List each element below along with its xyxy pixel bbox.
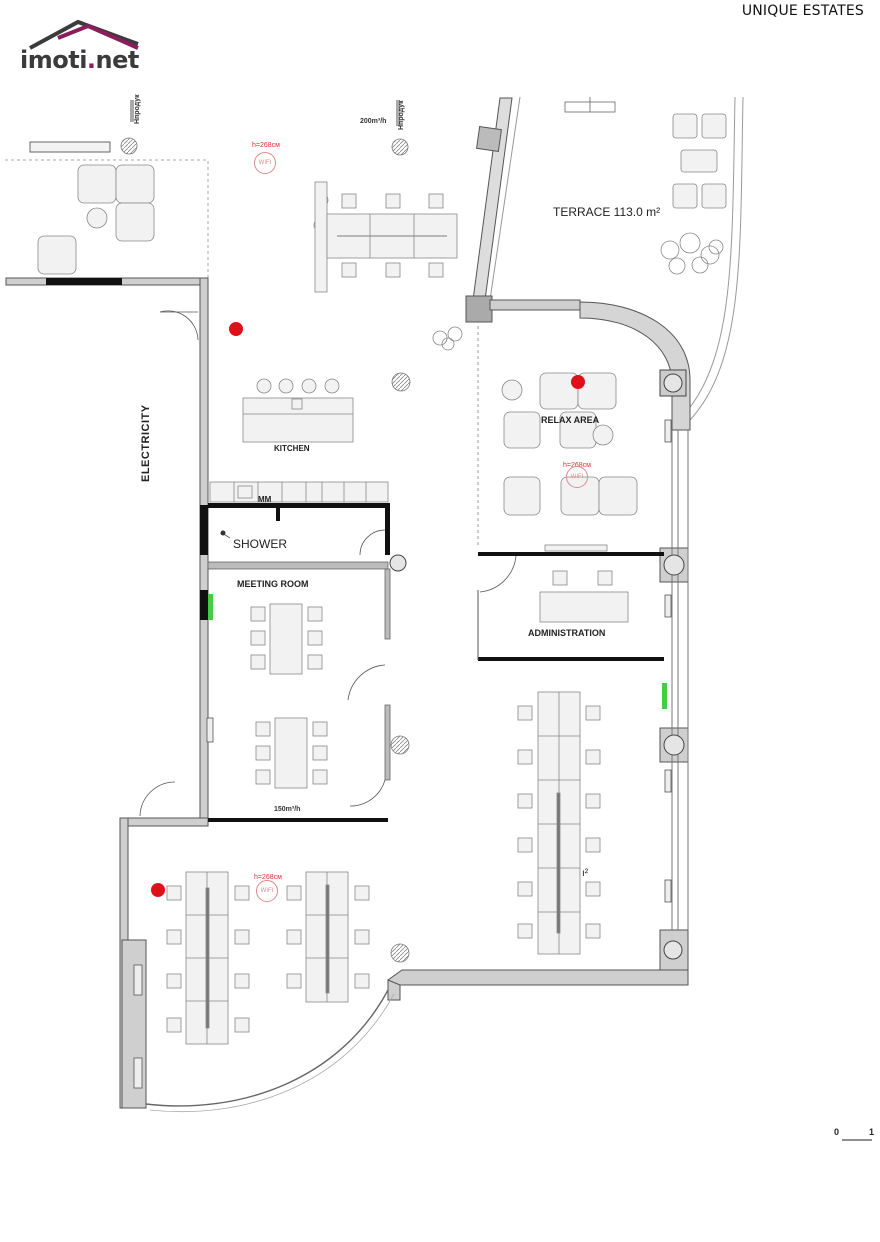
terrace-furniture: [672, 113, 727, 209]
marker-bottom: [151, 883, 165, 897]
logo: [29, 19, 139, 50]
admin-furniture: [539, 570, 629, 623]
label-electricity: ELECTRICITY: [140, 404, 152, 482]
vents: [130, 100, 400, 126]
scale-zero: 0: [834, 1127, 840, 1137]
logo-text: imoti.net: [20, 46, 139, 74]
right-desks: [517, 691, 601, 955]
marker-relax: [571, 375, 585, 389]
logo-roof-icon: [29, 19, 139, 50]
lounge-furniture: [37, 164, 155, 275]
label-kitchen: KITCHEN: [274, 444, 310, 453]
top-left-area: [5, 159, 209, 280]
ceiling-height-relax: h=268см: [563, 462, 591, 469]
label-meeting-room: MEETING ROOM: [237, 579, 309, 589]
terrace-outline: [489, 96, 744, 421]
pillars: [120, 137, 411, 963]
wifi-icon: WIFI: [256, 880, 278, 902]
ceiling-height-top: h=268см: [252, 142, 280, 149]
terrace-bench: [564, 97, 616, 113]
door-marker: [208, 594, 213, 620]
door-marker-right: [662, 683, 667, 709]
airflow-label-left: Нпродук: [134, 94, 141, 124]
kitchen-counter: [209, 481, 389, 503]
black-walls: [46, 278, 664, 822]
doors: [139, 310, 517, 817]
label-terrace: TERRACE 113.0 m²: [553, 205, 661, 219]
inner-walls: [207, 561, 391, 781]
label-administration: ADMINISTRATION: [528, 628, 606, 638]
wifi-icon: WIFI: [254, 152, 276, 174]
brand-name: UNIQUE ESTATES: [741, 3, 864, 19]
airflow-label-mid: Нпродук: [398, 100, 405, 130]
wifi-icon: WIFI: [566, 466, 588, 488]
airflow-rate-top: 200m³/h: [360, 118, 387, 125]
bottom-curve: [145, 989, 389, 1107]
columns: [389, 369, 687, 960]
area-fragment: ı²: [582, 868, 589, 879]
right-facade: [671, 430, 689, 930]
scale-one: 1: [869, 1127, 875, 1137]
label-relax: RELAX AREA: [541, 415, 600, 425]
bottom-desks: [166, 871, 370, 1045]
meeting-furniture: [250, 603, 328, 789]
window-units: [133, 419, 672, 1089]
label-mm: MM: [258, 495, 272, 504]
airflow-rate-meeting: 150m³/h: [274, 806, 301, 813]
terrace-wall: [465, 97, 513, 323]
red-markers: [151, 322, 585, 897]
top-desks: [314, 181, 458, 293]
label-shower: SHOWER: [233, 537, 287, 551]
ceiling-height-bottom: h=268см: [254, 874, 282, 881]
kitchen-island: [242, 378, 354, 443]
marker-kitchen: [229, 322, 243, 336]
radiator-top: [29, 141, 111, 153]
